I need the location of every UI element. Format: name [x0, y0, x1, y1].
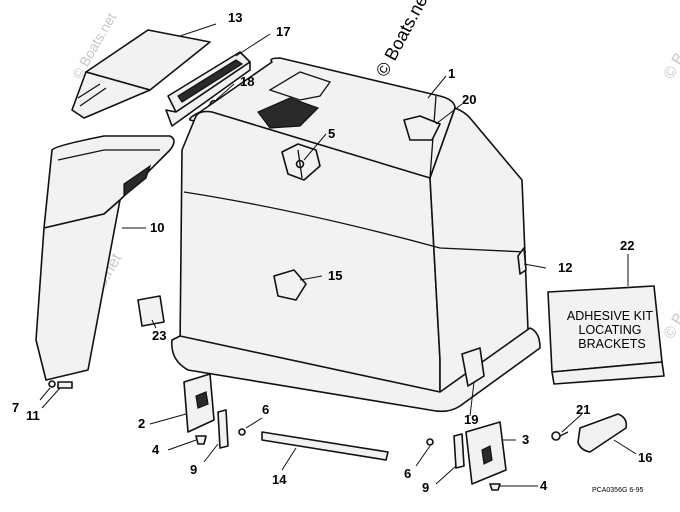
part-15-pad — [273, 269, 307, 301]
callout-10: 10 — [150, 220, 164, 235]
leader-lines — [39, 23, 637, 487]
copyright-notice: © Boats.net — [372, 0, 434, 80]
part-9-clips — [217, 409, 465, 469]
callout-13: 13 — [228, 10, 242, 25]
callout-14: 14 — [272, 472, 287, 487]
reference-code: PCA0356G 6-95 — [592, 487, 643, 494]
part-14-strip — [261, 431, 389, 461]
kit-label-line-3: BRACKETS — [578, 337, 645, 351]
part-20-pad — [403, 115, 441, 141]
callout-1: 1 — [448, 66, 455, 81]
callout-22: 22 — [620, 238, 634, 253]
callout-9: 9 — [422, 480, 429, 495]
callout-5: 5 — [328, 126, 335, 141]
callout-4: 4 — [540, 478, 548, 493]
part-22-adhesive-kit: ADHESIVE KIT LOCATING BRACKETS — [547, 285, 665, 385]
part-3-bracket — [465, 421, 507, 485]
kit-label-line-1: ADHESIVE KIT — [567, 309, 653, 323]
callout-3: 3 — [522, 432, 529, 447]
part-10-side-panel — [35, 135, 175, 381]
part-6-screws — [238, 428, 434, 446]
part-13-cap — [71, 29, 211, 119]
kit-label-line-2: LOCATING — [579, 323, 642, 337]
callout-6: 6 — [262, 402, 269, 417]
part-23-pad — [137, 295, 165, 327]
watermark: © Boats.net — [661, 0, 680, 82]
callout-11: 11 — [26, 408, 40, 423]
part-1-motor-cover — [171, 57, 541, 413]
callouts: 1 20 13 17 18 5 10 15 22 12 23 7 11 2 4 … — [12, 10, 652, 495]
callout-12: 12 — [558, 260, 572, 275]
callout-2: 2 — [138, 416, 145, 431]
part-7-11-fasteners — [48, 380, 73, 389]
callout-4: 4 — [152, 442, 160, 457]
part-2-bracket — [183, 373, 215, 433]
part-16-bumper — [577, 413, 628, 453]
callout-7: 7 — [12, 400, 19, 415]
part-17-seal — [165, 51, 251, 127]
callout-15: 15 — [328, 268, 342, 283]
callout-17: 17 — [276, 24, 290, 39]
part-19-pad — [461, 347, 485, 387]
watermark: © Boats.net — [661, 260, 680, 342]
callout-20: 20 — [462, 92, 476, 107]
callout-21: 21 — [576, 402, 590, 417]
callout-9: 9 — [190, 462, 197, 477]
callout-6: 6 — [404, 466, 411, 481]
callout-18: 18 — [240, 74, 254, 89]
part-4-washers — [195, 435, 501, 491]
part-21-screw — [551, 431, 569, 441]
callout-19: 19 — [464, 412, 478, 427]
callout-23: 23 — [152, 328, 166, 343]
part-12-clip — [517, 247, 527, 275]
callout-16: 16 — [638, 450, 652, 465]
